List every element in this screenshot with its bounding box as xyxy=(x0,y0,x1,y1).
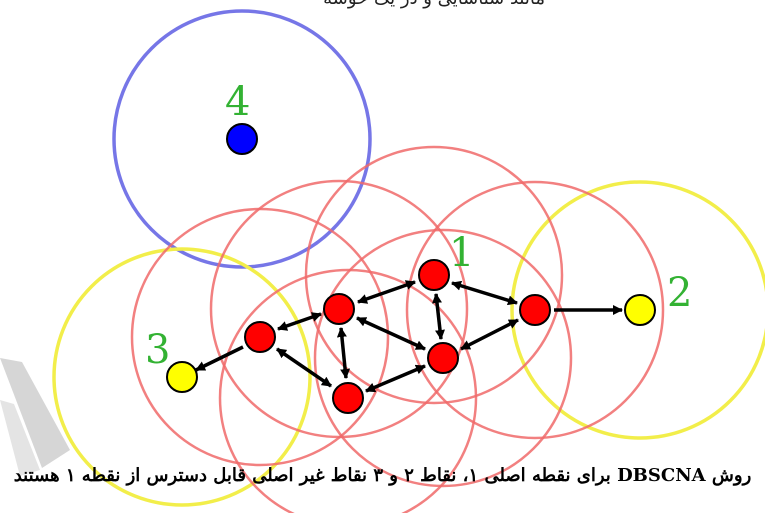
arrow-d-e xyxy=(432,293,445,340)
arrow-b-e xyxy=(356,316,426,351)
arrow-a-3 xyxy=(195,345,244,372)
core-neighborhood-circle-f xyxy=(405,180,665,440)
arrow-b-d xyxy=(357,280,416,304)
arrow-d-f xyxy=(451,280,518,306)
data-points xyxy=(166,123,656,414)
arrow-a-b xyxy=(277,312,322,331)
watermark-bar-2 xyxy=(0,400,40,476)
label-4: 4 xyxy=(225,79,250,125)
core-point-b xyxy=(323,293,355,325)
core-point-c xyxy=(332,382,364,414)
arrow-b-c xyxy=(336,327,351,379)
reachability-arrows xyxy=(195,280,623,393)
arrow-c-e xyxy=(365,364,426,393)
border-point-3 xyxy=(166,361,198,393)
neighborhood-circles xyxy=(52,9,765,513)
arrow-a-c xyxy=(276,347,332,388)
core-point-f xyxy=(519,294,551,326)
core-point-e xyxy=(427,342,459,374)
label-3: 3 xyxy=(145,327,170,373)
core-neighborhood-circle-b xyxy=(209,179,469,439)
label-1: 1 xyxy=(449,230,474,276)
noise-point-4 xyxy=(226,123,258,155)
border-neighborhood-circle-2 xyxy=(510,180,765,440)
core-point-a xyxy=(244,321,276,353)
watermark-shape xyxy=(0,358,70,476)
core-neighborhood-circle-d xyxy=(304,145,564,405)
point-labels: 4 1 2 3 xyxy=(145,79,692,373)
label-2: 2 xyxy=(667,270,692,316)
arrow-e-f xyxy=(460,318,519,351)
figure-caption: روش DBSCNA برای نقطه اصلی ۱، نقاط ۲ و ۳ … xyxy=(13,465,752,486)
noise-neighborhood-circle-4 xyxy=(112,9,372,269)
watermark-bar xyxy=(0,358,70,468)
core-neighborhood-circle-c xyxy=(218,268,478,513)
border-point-2 xyxy=(624,294,656,326)
core-point-1 xyxy=(418,259,450,291)
header-text: مانند شناسایی و در یک خوشه xyxy=(323,0,545,9)
